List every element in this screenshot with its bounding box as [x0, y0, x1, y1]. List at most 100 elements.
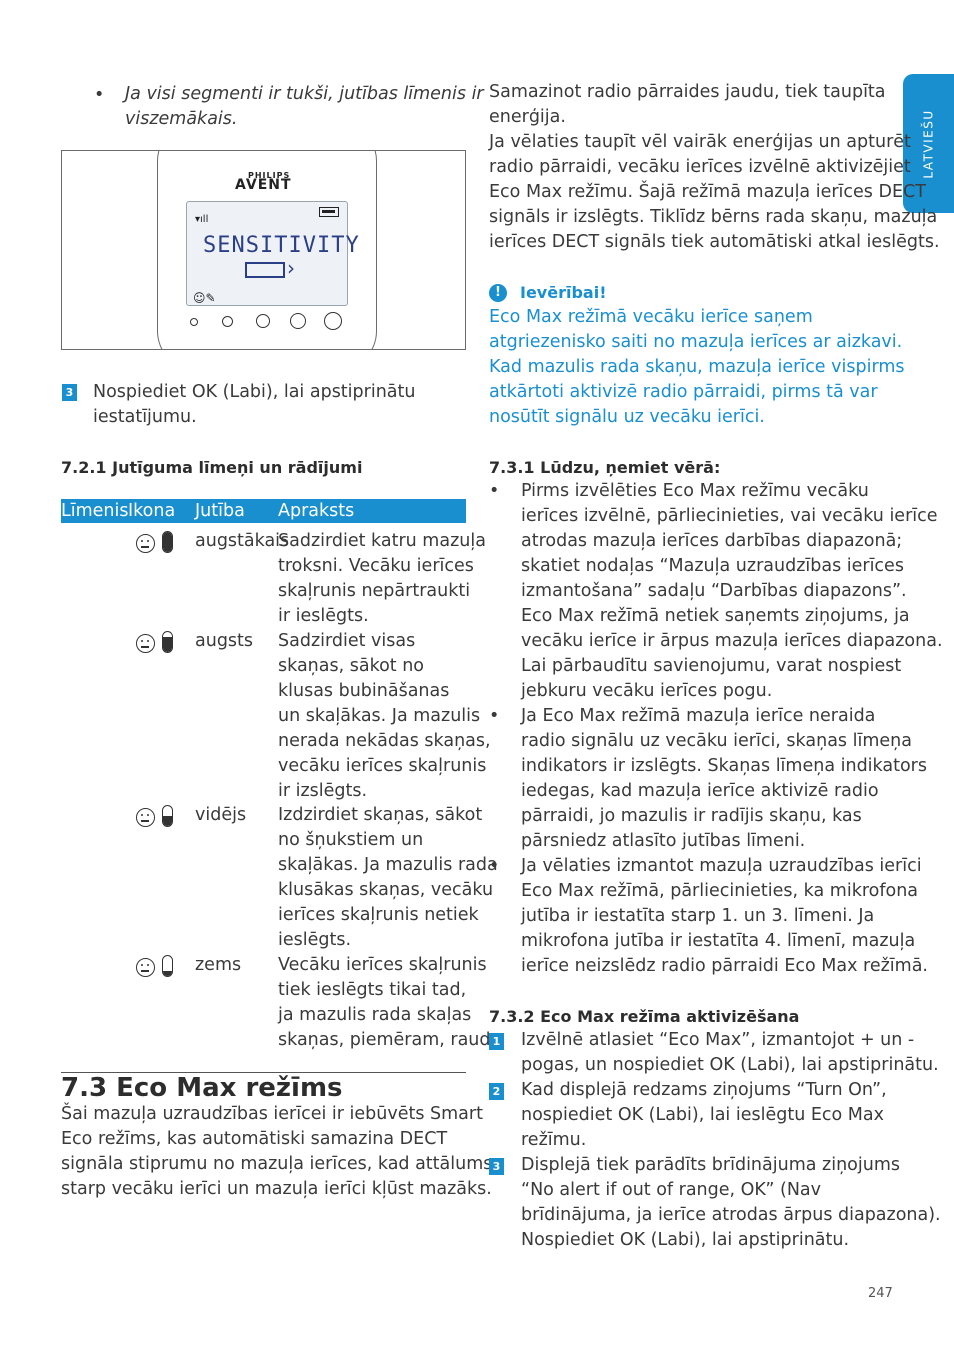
language-tab-label: LATVIEŠU — [921, 108, 935, 179]
text-line: Sadzirdiet katru mazuļa — [278, 531, 486, 551]
step-text: Displejā tiek parādīts brīdinājuma ziņoj… — [521, 1153, 941, 1253]
table-header-description: Apraksts — [278, 501, 355, 521]
text-line: Ja vēlaties taupīt vēl vairāk enerģijas … — [489, 132, 911, 152]
table-cell-level: zems — [195, 955, 242, 975]
text-line: Displejā tiek parādīts brīdinājuma ziņoj… — [521, 1155, 900, 1175]
table-header-sensitivity: Jutība — [195, 501, 245, 521]
text-line: izmantošana” sadaļu “Darbības diapazons”… — [521, 581, 907, 601]
text-line: Samazinot radio pārraides jaudu, tiek ta… — [489, 82, 886, 102]
table-header: Līmenis Ikona Jutība Apraksts — [61, 499, 466, 523]
bullet-dot: • — [94, 85, 105, 105]
face-mic-icon — [136, 955, 182, 977]
step-text-line2: iestatījumu. — [93, 407, 197, 427]
device-button-5 — [324, 312, 342, 330]
text-line: atrodas mazuļa ierīces darbības diapazon… — [521, 531, 903, 551]
text-line: skaņas, sākot no — [278, 656, 425, 676]
text-line: ir izslēgts. — [278, 781, 368, 801]
text-line: mikrofona jutība ir iestatīta 4. līmenī,… — [521, 931, 916, 951]
device-button-3 — [256, 314, 270, 328]
lcd-display: ▾ıll SENSITIVITY ☺✎ — [186, 201, 359, 306]
bullet-text-line2: viszemākais. — [125, 109, 238, 129]
page-number: 247 — [868, 1286, 893, 1301]
bullet-dot: • — [489, 706, 500, 726]
text-line: ierīces skaļrunis netiek — [278, 905, 479, 925]
warning-icon: ! — [489, 284, 507, 302]
sensitivity-bars-icon — [245, 256, 295, 281]
text-line: Nospiediet OK (Labi), lai apstiprinātu. — [521, 1230, 850, 1250]
text-line: radio pārraidi, vecāku ierīces izvēlnē a… — [489, 157, 911, 177]
text-line: Eco Max režīmā vecāku ierīce saņem — [489, 307, 813, 327]
text-line: ierīces DECT signāls tiek automātiski at… — [489, 232, 940, 252]
device-button-4 — [290, 313, 306, 329]
table-header-level: Līmenis — [61, 501, 129, 521]
face-mic-icon — [136, 805, 182, 827]
section-divider — [61, 1072, 466, 1073]
text-line: klusas bubināšanas — [278, 681, 450, 701]
text-line: nosūtīt signālu uz vecāku ierīci. — [489, 407, 765, 427]
text-line: radio signālu uz vecāku ierīci, skaņas l… — [521, 731, 912, 751]
text-line: Kad displejā redzams ziņojums “Turn On”, — [521, 1080, 887, 1100]
battery-icon — [319, 207, 339, 217]
text-line: Sadzirdiet visas — [278, 631, 416, 651]
text-line: Izvēlnē atlasiet “Eco Max”, izmantojot +… — [521, 1030, 915, 1050]
face-mic-icon — [136, 531, 182, 553]
subheading-sensitivity-levels: 7.2.1 Jutīguma līmeņi un rādījumi — [61, 458, 363, 477]
text-line: Vecāku ierīces skaļrunis — [278, 955, 487, 975]
text-line: režīmu. — [521, 1130, 587, 1150]
text-line: Eco Max režīmu. Šajā režīmā mazuļa ierīc… — [489, 182, 926, 202]
bullet-dot: • — [489, 856, 500, 876]
bullet-text: Ja Eco Max režīmā mazuļa ierīce neraida r… — [521, 704, 927, 854]
text-line: Izdzirdiet skaņas, sākot — [278, 805, 483, 825]
text-line: atkārtoti aktivizē radio pārraidi, pirms… — [489, 382, 878, 402]
table-header-icon: Ikona — [128, 501, 176, 521]
lcd-sensitivity-text: SENSITIVITY — [203, 233, 360, 258]
step-badge: 2 — [489, 1083, 504, 1100]
text-line: signāla stiprumu no mazuļa ierīces, kad … — [61, 1154, 493, 1174]
text-line: ierīces izvēlnē, pārliecinieties, vai ve… — [521, 506, 938, 526]
step-text-line1: Nospiediet OK (Labi), lai apstiprinātu — [93, 382, 416, 402]
text-line: ieslēgts. — [278, 930, 352, 950]
text-line: skaļrunis nepārtraukti — [278, 581, 471, 601]
text-line: tiek ieslēgts tikai tad, — [278, 980, 467, 1000]
text-line: Eco Max režīmā, pārliecinieties, ka mikr… — [521, 881, 919, 901]
bullet-text-line1: Ja visi segmenti ir tukši, jutības līmen… — [125, 84, 484, 104]
text-line: starp vecāku ierīci un mazuļa ierīci kļū… — [61, 1179, 492, 1199]
table-cell-level: vidējs — [195, 805, 247, 825]
text-line: indikators ir izslēgts. Skaņas līmeņa in… — [521, 756, 927, 776]
text-line: klusākas skaņas, vecāku — [278, 880, 494, 900]
eco-max-intro-paragraph: Šai mazuļa uzraudzības ierīcei ir iebūvē… — [61, 1102, 493, 1202]
device-figure: PHILIPS AVENT ▾ıll SENSITIVITY ☺✎ — [61, 150, 466, 350]
language-tab: LATVIEŠU — [903, 74, 954, 213]
table-cell-description: Vecāku ierīces skaļrunis tiek ieslēgts ti… — [278, 953, 497, 1053]
text-line: Šai mazuļa uzraudzības ierīcei ir iebūvē… — [61, 1104, 483, 1124]
text-line: signāls ir izslēgts. Tiklīdz bērns rada … — [489, 207, 938, 227]
bullet-text: Ja vēlaties izmantot mazuļa uzraudzības … — [521, 854, 928, 979]
step-badge: 3 — [62, 384, 77, 401]
text-line: Eco Max režīmā netiek saņemts ziņojums, … — [521, 606, 910, 626]
text-line: Kad mazulis rada skaņu, mazuļa ierīce vi… — [489, 357, 905, 377]
text-line: Ja vēlaties izmantot mazuļa uzraudzības … — [521, 856, 922, 876]
text-line: nerada nekādas skaņas, — [278, 731, 491, 751]
text-line: Ja Eco Max režīmā mazuļa ierīce neraida — [521, 706, 876, 726]
baby-face-icon: ☺✎ — [193, 291, 216, 305]
subheading-please-note: 7.3.1 Lūdzu, ņemiet vērā: — [489, 458, 721, 477]
text-line: Eco režīms, kas automātiski samazina DEC… — [61, 1129, 448, 1149]
text-line: vecāku ierīce ir ārpus mazuļa ierīces di… — [521, 631, 943, 651]
text-line: troksni. Vecāku ierīces — [278, 556, 474, 576]
text-line: iedegas, kad mazuļa ierīce aktivizē radi… — [521, 781, 879, 801]
text-line: jebkuru vecāku ierīces pogu. — [521, 681, 773, 701]
power-saving-paragraph: Samazinot radio pārraides jaudu, tiek ta… — [489, 80, 940, 255]
table-cell-description: Sadzirdiet katru mazuļa troksni. Vecāku i… — [278, 529, 486, 629]
text-line: skaņas, piemēram, raud. — [278, 1030, 497, 1050]
text-line: skatiet nodaļas “Mazuļa uzraudzības ierī… — [521, 556, 904, 576]
heading-eco-max: 7.3 Eco Max režīms — [61, 1073, 343, 1103]
device-button-2 — [222, 316, 233, 327]
step-text: Kad displejā redzams ziņojums “Turn On”,… — [521, 1078, 901, 1153]
text-line: pārsniedz atlasīto jutības līmeni. — [521, 831, 806, 851]
text-line: jutība ir iestatīta starp 1. un 3. līmen… — [521, 906, 875, 926]
signal-icon: ▾ıll — [195, 214, 209, 225]
text-line: pārraidi, jo mazulis ir radījis skaņu, k… — [521, 806, 862, 826]
